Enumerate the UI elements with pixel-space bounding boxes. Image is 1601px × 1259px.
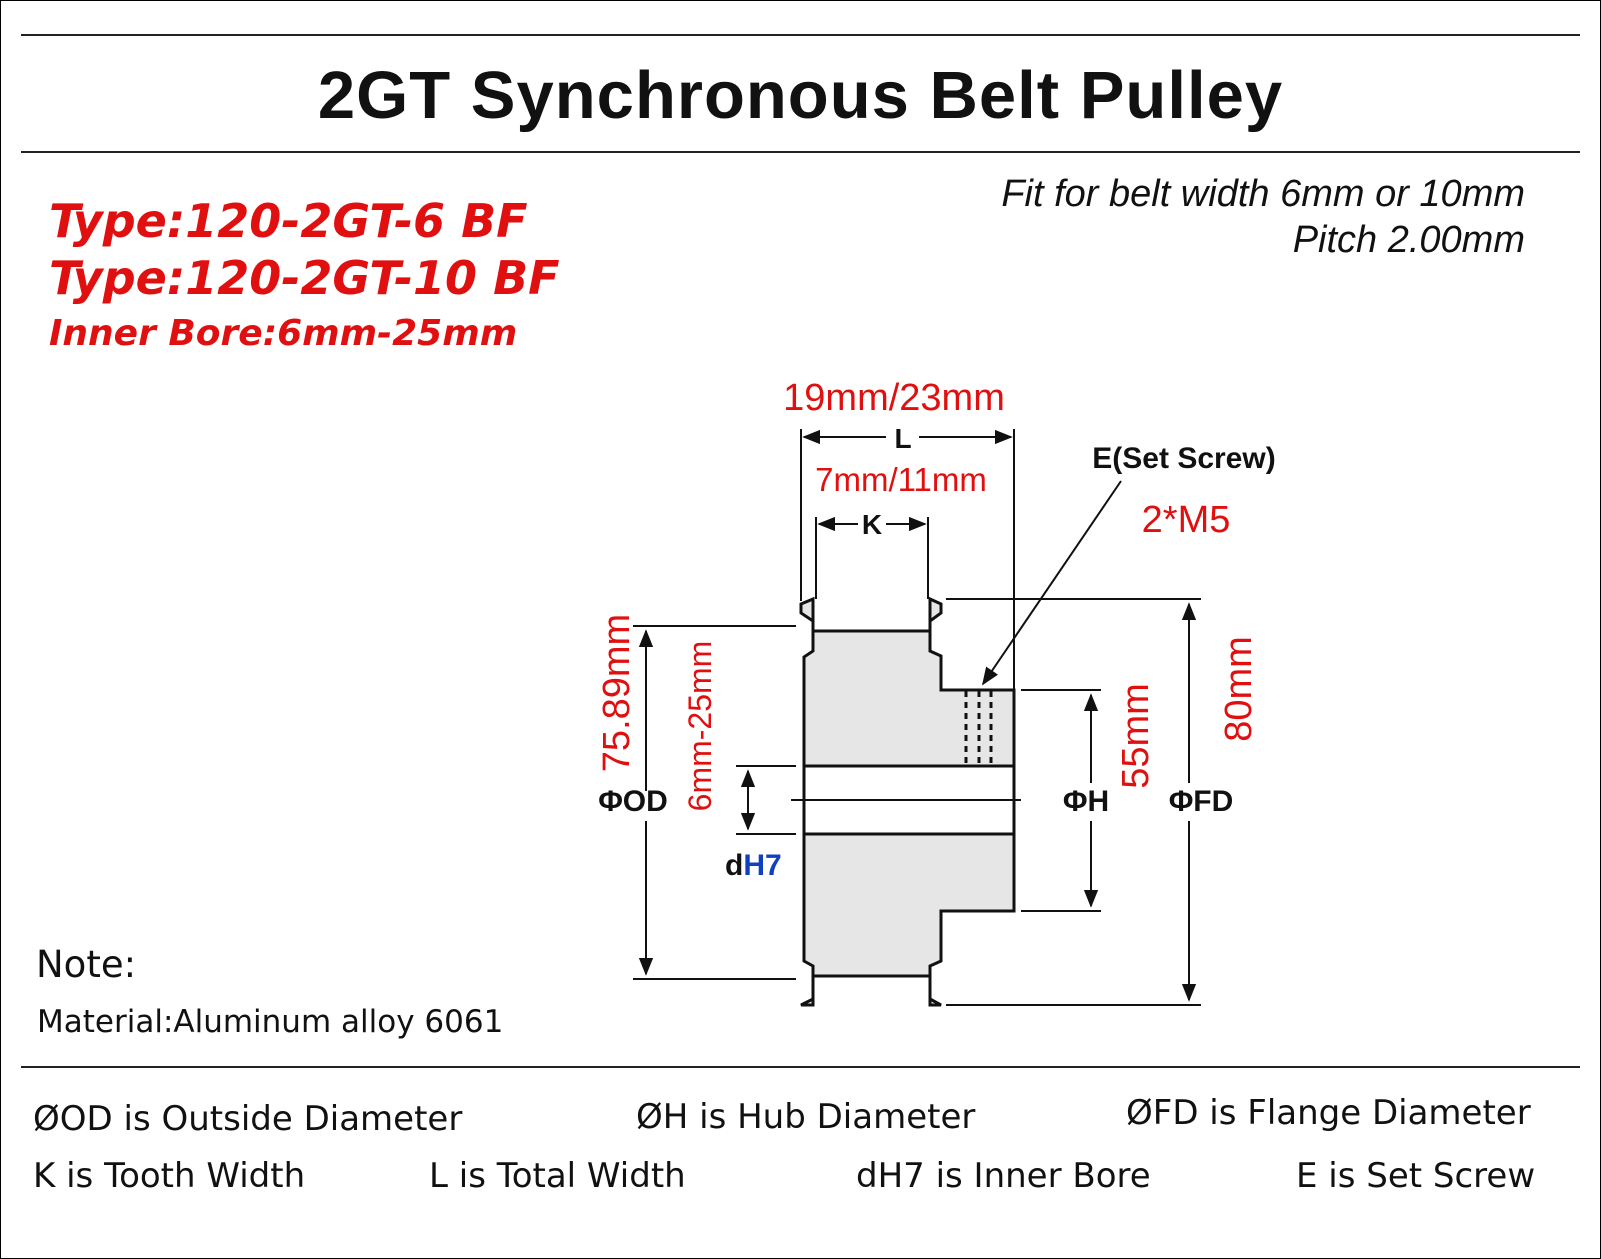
legend-e: E is Set Screw [1296, 1156, 1536, 1196]
belt-width-spec: Fit for belt width 6mm or 10mm [1001, 173, 1525, 215]
outside-diameter-dimension [633, 625, 796, 980]
material-note: Material:Aluminum alloy 6061 [37, 1004, 504, 1040]
set-screw-leader [981, 480, 1122, 686]
type-line-10: Type:120-2GT-10 BF [49, 251, 560, 305]
legend-dh7: dH7 is Inner Bore [856, 1156, 1151, 1196]
tooth-width-dimension [815, 516, 929, 599]
legend-h: ØH is Hub Diameter [636, 1097, 976, 1137]
set-screw-hatch [964, 691, 993, 763]
bore-value: 6mm-25mm [682, 641, 718, 812]
note-heading: Note: [36, 943, 137, 986]
total-width-label: L [894, 423, 911, 454]
bore-label-d: d [725, 849, 743, 882]
pulley-body [799, 596, 1016, 1007]
set-screw-value: 2*M5 [1142, 499, 1231, 541]
set-screw-label: E(Set Screw) [1092, 442, 1275, 475]
pitch-spec: Pitch 2.00mm [1292, 219, 1525, 261]
type-line-6: Type:120-2GT-6 BF [49, 194, 528, 248]
inner-bore-range: Inner Bore:6mm-25mm [49, 313, 518, 354]
legend-k: K is Tooth Width [33, 1156, 306, 1196]
legend-rule [21, 1066, 1580, 1068]
outside-diameter-value: 75.89mm [596, 614, 638, 772]
legend-l: L is Total Width [429, 1156, 686, 1196]
total-width-value: 19mm/23mm [783, 377, 1005, 419]
tooth-width-value: 7mm/11mm [815, 461, 987, 498]
tooth-width-label: K [862, 509, 882, 540]
flange-diameter-value: 80mm [1218, 636, 1260, 742]
flange-diameter-label: ΦFD [1169, 785, 1234, 818]
bore-label: dH7 [725, 849, 782, 882]
legend-fd: ØFD is Flange Diameter [1126, 1093, 1531, 1133]
flange-diameter-dimension [946, 598, 1201, 1006]
page-title: 2GT Synchronous Belt Pulley [317, 58, 1284, 133]
outside-diameter-label: ΦOD [598, 785, 668, 818]
hub-diameter-label: ΦH [1063, 785, 1109, 818]
top-rule [21, 34, 1580, 36]
bore-label-h7: H7 [743, 849, 781, 882]
bore-dimension [736, 765, 796, 835]
hub-diameter-value: 55mm [1115, 683, 1157, 789]
title-rule [21, 151, 1580, 153]
legend-od: ØOD is Outside Diameter [33, 1099, 463, 1139]
hub-diameter-dimension [1021, 689, 1101, 912]
total-width-dimension [800, 429, 1015, 691]
